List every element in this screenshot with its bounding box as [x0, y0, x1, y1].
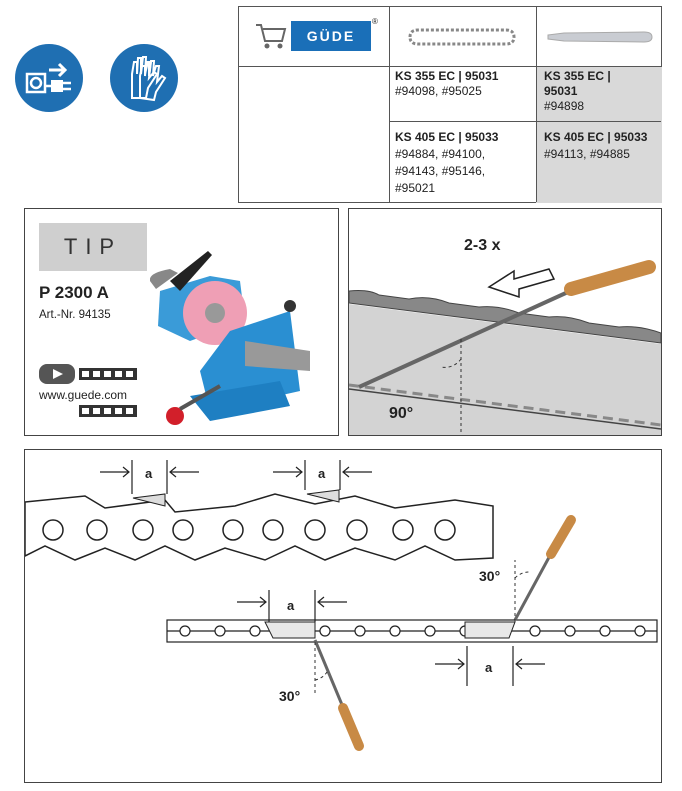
tip-box: TIP P 2300 A Art.-Nr. 94135 www.guede.co…	[24, 208, 339, 436]
article-number: Art.-Nr. 94135	[39, 309, 111, 321]
row2-col2: KS 405 EC | 95033 #94884, #94100, #94143…	[395, 130, 499, 195]
wear-gloves-icon	[110, 44, 178, 112]
guede-logo: GÜDE	[291, 21, 371, 51]
dimension-a-top-right: a	[318, 466, 326, 481]
disconnect-power-icon	[15, 44, 83, 112]
tip-label: TIP	[39, 223, 147, 271]
row2-col3: KS 405 EC | 95033 #94113, #94885	[544, 130, 648, 161]
video-play-icon	[39, 364, 137, 384]
row1-col3: KS 355 EC | 95031 #94898	[544, 69, 611, 113]
saw-chain-image	[408, 28, 516, 46]
registered-mark: ®	[372, 17, 378, 26]
strokes-label: 2-3 x	[464, 237, 501, 254]
angle-30-top: 30°	[479, 568, 501, 584]
website-link[interactable]: www.guede.com	[39, 388, 128, 402]
dimension-a-bottom: a	[485, 660, 493, 675]
product-name: P 2300 A	[39, 283, 109, 302]
chain-sharpener-image	[150, 251, 310, 425]
shaded-column	[536, 67, 662, 203]
film-strip-icon	[79, 405, 137, 417]
angle-30-bottom: 30°	[279, 688, 301, 704]
chain-side-view	[25, 460, 658, 751]
angle-90-label: 90°	[389, 405, 414, 422]
chain-diagram-box: a a a a 30° 30°	[24, 449, 662, 783]
file-technique-box: 2-3 x 90°	[348, 208, 662, 436]
shopping-cart-icon	[256, 24, 287, 49]
dimension-a-middle: a	[287, 598, 295, 613]
parts-table: GÜDE ® KS 355 EC | 95031 #94098, #95025 …	[238, 6, 662, 203]
row1-col2: KS 355 EC | 95031 #94098, #95025	[395, 69, 499, 98]
guide-bar-image	[547, 31, 653, 43]
guide-bar-illustration	[349, 260, 661, 435]
dimension-a-top-left: a	[145, 466, 153, 481]
